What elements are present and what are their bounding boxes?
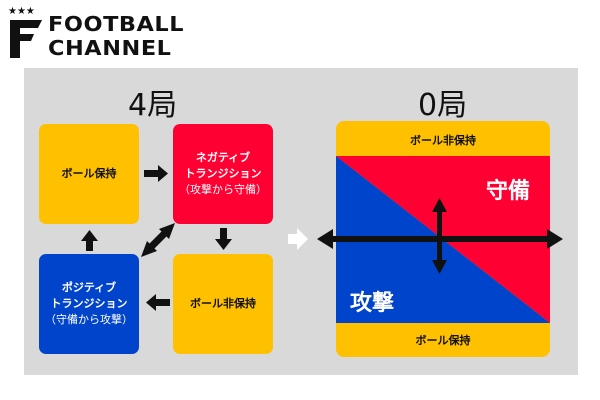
football-channel-logo: ★★★ FOOTBALL CHANNEL bbox=[4, 2, 204, 62]
defense-label: 守備 bbox=[486, 179, 531, 204]
four-phase-heading: 4局 bbox=[128, 88, 178, 123]
positive-transition-line2: トランジション bbox=[50, 297, 128, 310]
svg-text:★★★: ★★★ bbox=[8, 6, 35, 17]
attack-label: 攻撃 bbox=[350, 291, 395, 316]
negative-transition-line3: （攻撃から守備） bbox=[179, 183, 267, 196]
negative-transition-line1: ネガティブ bbox=[195, 151, 251, 164]
positive-transition-line1: ポジティブ bbox=[61, 281, 117, 294]
negative-transition-box: ネガティブ トランジション （攻撃から守備） bbox=[173, 124, 273, 224]
logo-line1: FOOTBALL bbox=[48, 12, 185, 36]
bottom-band-label: ボール保持 bbox=[415, 334, 471, 347]
top-band-label: ボール非保持 bbox=[410, 134, 476, 147]
possession-box: ボール保持 bbox=[39, 124, 139, 224]
positive-transition-box: ポジティブ トランジション （守備から攻撃） bbox=[39, 254, 139, 354]
logo-line2: CHANNEL bbox=[48, 36, 172, 60]
negative-transition-line2: トランジション bbox=[184, 167, 262, 180]
non-possession-box: ボール非保持 bbox=[173, 254, 273, 354]
zero-phase-split bbox=[336, 156, 550, 323]
zero-phase-diagram: ボール非保持 ボール保持 守備 攻撃 bbox=[336, 121, 550, 357]
positive-transition-line3: （守備から攻撃） bbox=[45, 313, 133, 326]
possession-label: ボール保持 bbox=[61, 167, 117, 180]
zero-phase-heading: 0局 bbox=[418, 88, 468, 123]
non-possession-label: ボール非保持 bbox=[190, 297, 256, 310]
logo-mark-icon: ★★★ bbox=[8, 6, 42, 58]
